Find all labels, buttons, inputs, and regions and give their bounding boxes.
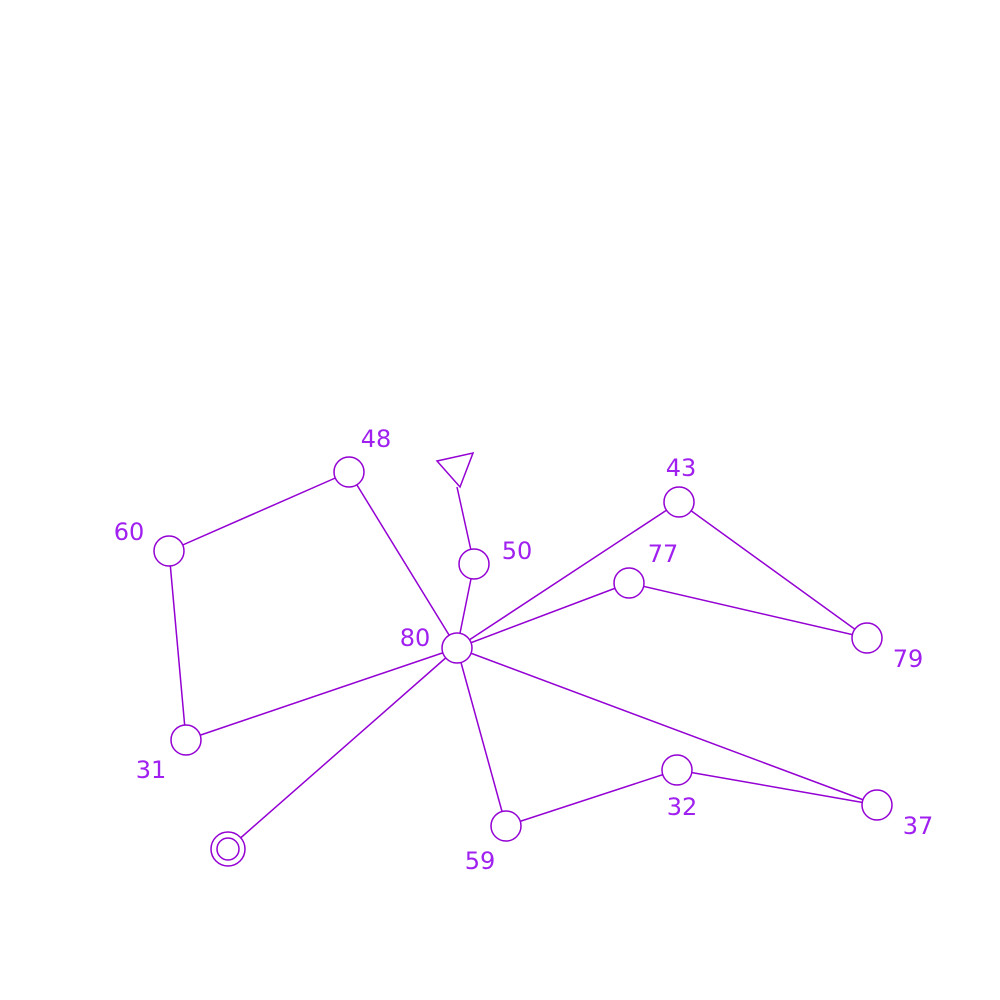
node-label-37: 37	[903, 812, 934, 840]
node-label-77: 77	[648, 540, 679, 568]
node-label-50: 50	[502, 537, 533, 565]
node-77	[613, 567, 645, 599]
edge-n48-n60	[168, 471, 350, 552]
node-80	[441, 632, 473, 664]
node-50	[458, 548, 490, 580]
edge-n59-n80	[456, 647, 507, 827]
end-inner-ring	[216, 837, 240, 861]
nodes-layer	[153, 451, 893, 867]
edge-n43-n79	[678, 501, 868, 639]
edge-n37-n32	[676, 769, 878, 806]
double-circle-end-icon	[210, 831, 246, 867]
edge-n80-n48	[348, 471, 458, 649]
node-label-79: 79	[893, 645, 924, 673]
edge-n80-n37	[456, 647, 878, 806]
node-37	[861, 789, 893, 821]
edge-n80-n43	[456, 501, 680, 649]
edge-n32-n59	[505, 769, 678, 827]
node-label-59: 59	[465, 847, 496, 875]
edge-n60-n31	[168, 550, 187, 741]
node-59	[490, 810, 522, 842]
node-label-48: 48	[361, 425, 392, 453]
node-label-31: 31	[136, 756, 167, 784]
node-43	[663, 486, 695, 518]
triangle-start-icon	[435, 451, 475, 489]
node-31	[170, 724, 202, 756]
node-label-80: 80	[400, 624, 431, 652]
node-label-60: 60	[114, 518, 145, 546]
edge-n31-n80	[185, 647, 458, 741]
node-label-43: 43	[666, 454, 697, 482]
node-48	[333, 456, 365, 488]
edge-n80-n77	[456, 582, 630, 649]
edge-n80-end	[227, 647, 458, 850]
edges-layer	[168, 471, 878, 850]
node-60	[153, 535, 185, 567]
node-32	[661, 754, 693, 786]
labels-layer: 80 48 60 31 50 43 77 79 59 32 37	[114, 425, 934, 875]
node-label-32: 32	[667, 793, 698, 821]
edge-n77-n79	[628, 582, 868, 639]
node-79	[851, 622, 883, 654]
